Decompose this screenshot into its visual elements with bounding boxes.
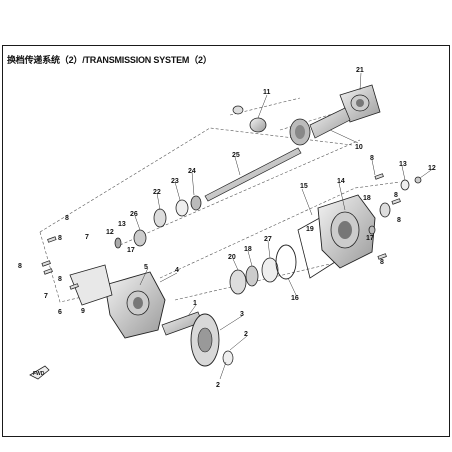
callout-8-right-top: 8: [370, 155, 374, 162]
callout-10: 10: [355, 144, 363, 151]
rear-housing: [317, 194, 376, 269]
pinion-gear: [232, 105, 267, 133]
long-shaft: [204, 147, 302, 202]
callout-19: 19: [306, 226, 314, 233]
callout-20: 20: [228, 254, 236, 261]
callout-12-left: 12: [106, 229, 114, 236]
callout-25: 25: [232, 152, 240, 159]
callout-7-upper: 7: [85, 234, 89, 241]
callout-24: 24: [188, 168, 196, 175]
callout-14: 14: [337, 178, 345, 185]
front-housing: [104, 271, 166, 339]
callout-15: 15: [300, 183, 308, 190]
rear-cover-plate: [339, 84, 381, 123]
callout-5: 5: [144, 264, 148, 271]
callout-16: 16: [291, 295, 299, 302]
lower-bearing-row: [229, 257, 279, 295]
forward-direction-badge: FWD: [29, 365, 50, 380]
bolts: [41, 173, 401, 290]
callout-27: 27: [264, 236, 272, 243]
callout-4: 4: [175, 267, 179, 274]
callout-1: 1: [193, 300, 197, 307]
callout-6: 6: [58, 309, 62, 316]
callout-12-right: 12: [428, 165, 436, 172]
callout-8-left-bottom: 8: [58, 276, 62, 283]
callout-9: 9: [81, 308, 85, 315]
bevel-gear-shaft: [289, 107, 351, 146]
side-bearings-right: [368, 176, 422, 235]
callout-8-left-top: 8: [65, 215, 69, 222]
callout-26: 26: [130, 211, 138, 218]
callout-17-right: 17: [366, 235, 374, 242]
callout-13-left: 13: [118, 221, 126, 228]
callout-18-lower: 18: [244, 246, 252, 253]
callout-18-right: 18: [363, 195, 371, 202]
forward-badge-text: FWD: [33, 371, 45, 377]
callout-8-right-side: 8: [397, 217, 401, 224]
callout-21: 21: [356, 67, 364, 74]
callout-8-right-low: 8: [380, 259, 384, 266]
callout-8-right-mid: 8: [394, 192, 398, 199]
diagram-title: 换档传递系统（2）/TRANSMISSION SYSTEM（2）: [7, 55, 212, 65]
diagram-frame: [2, 45, 450, 437]
callout-23: 23: [171, 178, 179, 185]
callout-2-lower: 2: [216, 382, 220, 389]
callout-labels: 11 21 10 25 8 13 12 15 14 24 23 22 26 13…: [18, 67, 436, 389]
callout-8-left-low: 8: [18, 263, 22, 270]
callout-2-upper: 2: [244, 331, 248, 338]
callout-13-right: 13: [399, 161, 407, 168]
callout-22: 22: [153, 189, 161, 196]
callout-17-left: 17: [127, 247, 135, 254]
output-shaft-gear: [161, 311, 234, 367]
mounting-bracket: [69, 264, 113, 306]
callout-7-lower: 7: [44, 293, 48, 300]
callout-3: 3: [240, 311, 244, 318]
callout-11: 11: [263, 89, 271, 96]
callout-8-left-mid: 8: [58, 235, 62, 242]
upper-bearing-row: [114, 195, 202, 249]
leader-lines: [134, 72, 435, 380]
